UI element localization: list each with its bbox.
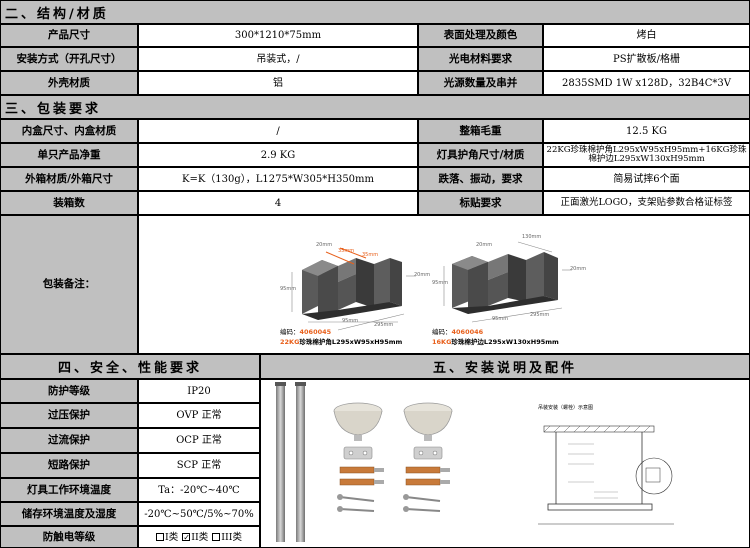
box-count-label: 装箱数 bbox=[0, 191, 138, 215]
suspension-rods-illustration bbox=[275, 382, 306, 542]
shock-class-label: 防触电等级 bbox=[0, 526, 138, 548]
shock-class-options: I类 ✓II类 III类 bbox=[138, 526, 260, 548]
install-diagram-drawing bbox=[538, 425, 674, 525]
drop-test-value: 简易试摔6个面 bbox=[543, 167, 750, 191]
dim-label: 20mm bbox=[414, 272, 431, 278]
dim-label: 20mm bbox=[316, 242, 333, 248]
product-size-label: 产品尺寸 bbox=[0, 24, 138, 47]
led-label: 光源数量及串并 bbox=[418, 71, 543, 95]
section-structure-header: 二、结构/材质 bbox=[0, 0, 750, 24]
caption-text: 珍珠棉护角L295xW95xH95mm bbox=[299, 338, 403, 346]
dim-label: 95mm bbox=[492, 316, 509, 322]
outer-box-value: K=K（130g），L1275*W305*H350mm bbox=[138, 167, 418, 191]
label-requirement-label: 标贴要求 bbox=[418, 191, 543, 215]
label-requirement-value: 正面激光LOGO，支架贴参数合格证标签 bbox=[543, 191, 750, 215]
code-value: 4060045 bbox=[299, 328, 332, 336]
ocp-value: OCP 正常 bbox=[138, 428, 260, 453]
optical-value: PS扩散板/格栅 bbox=[543, 47, 750, 71]
led-value: 2835SMD 1W x128D，32B4C*3V bbox=[543, 71, 750, 95]
checkbox-checked-icon: ✓ bbox=[182, 533, 191, 542]
ovp-value: OVP 正常 bbox=[138, 403, 260, 428]
dim-label: 295mm bbox=[530, 312, 550, 318]
scp-label: 短路保护 bbox=[0, 453, 138, 478]
corner-protector-value: 22KG珍珠棉护角L295xW95xH95mm+16KG珍珠棉护边L295xW1… bbox=[543, 143, 750, 167]
corner-protector-label: 灯具护角尺寸/材质 bbox=[418, 143, 543, 167]
housing-label: 外壳材质 bbox=[0, 71, 138, 95]
section-packaging-header: 三、包装要求 bbox=[0, 95, 750, 119]
checkbox-empty-icon bbox=[155, 533, 164, 541]
dim-label: 20mm bbox=[570, 266, 587, 272]
class-3-label: III类 bbox=[221, 531, 243, 543]
outer-box-label: 外箱材质/外箱尺寸 bbox=[0, 167, 138, 191]
class-1-label: I类 bbox=[164, 531, 179, 543]
foam-edge-drawing bbox=[443, 241, 572, 323]
dim-label: 35mm bbox=[362, 252, 379, 258]
net-weight-value: 2.9 KG bbox=[138, 143, 418, 167]
ovp-label: 过压保护 bbox=[0, 403, 138, 428]
left-caption-line: 22KG珍珠棉护角L295xW95xH95mm bbox=[280, 336, 402, 346]
work-temp-label: 灯具工作环境温度 bbox=[0, 478, 138, 502]
gross-weight-label: 整箱毛重 bbox=[418, 119, 543, 143]
left-code-line: 编码：4060045 bbox=[280, 326, 331, 336]
dim-label: 295mm bbox=[374, 322, 394, 328]
foam-edge-photo: 20mm 130mm 95mm 95mm 20mm 295mm 编码：40600… bbox=[432, 222, 592, 350]
checkbox-empty-icon bbox=[212, 533, 221, 541]
surface-label: 表面处理及颜色 bbox=[418, 24, 543, 47]
install-diagram-title: 吊装安装（螺栓）示意图 bbox=[538, 405, 594, 411]
class-2-option: ✓II类 bbox=[182, 532, 208, 543]
caption-highlight: 16KG bbox=[432, 338, 452, 346]
dim-label: 95mm bbox=[280, 286, 297, 292]
inner-box-label: 内盒尺寸、内盒材质 bbox=[0, 119, 138, 143]
dim-label: 35mm bbox=[338, 248, 355, 254]
drop-test-label: 跌落、振动，要求 bbox=[418, 167, 543, 191]
install-diagram: 吊装安装（螺栓）示意图 bbox=[534, 404, 684, 534]
ocp-label: 过流保护 bbox=[0, 428, 138, 453]
box-count-value: 4 bbox=[138, 191, 418, 215]
dim-label: 95mm bbox=[432, 280, 449, 286]
product-size-value: 300*1210*75mm bbox=[138, 24, 418, 47]
gross-weight-value: 12.5 KG bbox=[543, 119, 750, 143]
net-weight-label: 单只产品净重 bbox=[0, 143, 138, 167]
ip-value: IP20 bbox=[138, 379, 260, 403]
optical-label: 光电材料要求 bbox=[418, 47, 543, 71]
inner-box-value: / bbox=[138, 119, 418, 143]
housing-value: 铝 bbox=[138, 71, 418, 95]
scp-value: SCP 正常 bbox=[138, 453, 260, 478]
right-caption-line: 16KG珍珠棉护边L295xW130xH95mm bbox=[432, 336, 559, 346]
caption-highlight: 22KG bbox=[280, 338, 300, 346]
mount-label: 安装方式（开孔尺寸） bbox=[0, 47, 138, 71]
section-safety-header: 四、安全、性能要求 bbox=[0, 354, 260, 379]
code-value: 4060046 bbox=[451, 328, 484, 336]
code-label: 编码： bbox=[280, 328, 300, 336]
dim-label: 95mm bbox=[342, 318, 359, 324]
ceiling-mount-accessories bbox=[333, 402, 453, 512]
class-3-option: III类 bbox=[212, 532, 242, 543]
class-2-label: II类 bbox=[191, 531, 209, 543]
caption-text: 珍珠棉护边L295xW130xH95mm bbox=[451, 338, 559, 346]
foam-corner-drawing bbox=[291, 247, 416, 331]
code-label: 编码： bbox=[432, 328, 452, 336]
class-1-option: I类 bbox=[155, 531, 179, 543]
section-install-header: 五、安装说明及配件 bbox=[260, 354, 750, 379]
mount-value: 吊装式，/ bbox=[138, 47, 418, 71]
packaging-note-label: 包装备注： bbox=[0, 215, 138, 354]
dim-label: 130mm bbox=[522, 234, 542, 240]
storage-label: 储存环境温度及湿度 bbox=[0, 502, 138, 526]
right-code-line: 编码：4060046 bbox=[432, 326, 483, 336]
ip-label: 防护等级 bbox=[0, 379, 138, 403]
work-temp-value: Ta：-20℃~40℃ bbox=[138, 478, 260, 502]
storage-value: -20℃~50℃/5%~70% bbox=[138, 502, 260, 526]
dim-label: 20mm bbox=[476, 242, 493, 248]
foam-corner-photo: 20mm 35mm 35mm 95mm 95mm 295mm 20mm 编码：4… bbox=[278, 222, 438, 350]
surface-value: 烤白 bbox=[543, 24, 750, 47]
